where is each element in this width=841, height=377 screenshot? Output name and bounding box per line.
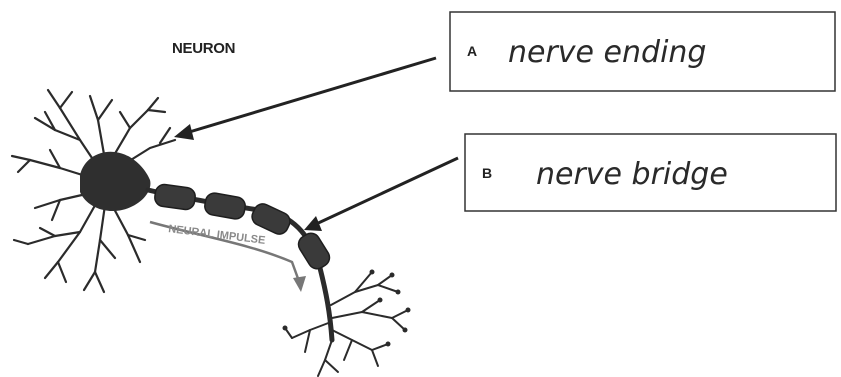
impulse-arrowhead xyxy=(293,276,306,292)
label-b-answer[interactable]: nerve bridge xyxy=(536,157,728,192)
label-box-a: A nerve ending xyxy=(450,12,835,91)
impulse-label: NEURAL IMPULSE xyxy=(168,223,266,247)
myelin-segment xyxy=(154,183,197,210)
cell-body xyxy=(80,152,150,211)
myelin-segment xyxy=(249,201,293,237)
label-b-pointer xyxy=(304,158,458,231)
axon-terminals xyxy=(285,272,408,376)
label-b-letter: B xyxy=(482,165,492,181)
label-a-pointer xyxy=(174,58,436,140)
myelin-segment xyxy=(203,192,246,221)
diagram-title: NEURON xyxy=(172,40,235,57)
label-a-letter: A xyxy=(467,43,477,59)
myelin-segment xyxy=(295,230,333,272)
label-a-answer[interactable]: nerve ending xyxy=(508,35,706,70)
label-box-b: B nerve bridge xyxy=(465,134,836,211)
